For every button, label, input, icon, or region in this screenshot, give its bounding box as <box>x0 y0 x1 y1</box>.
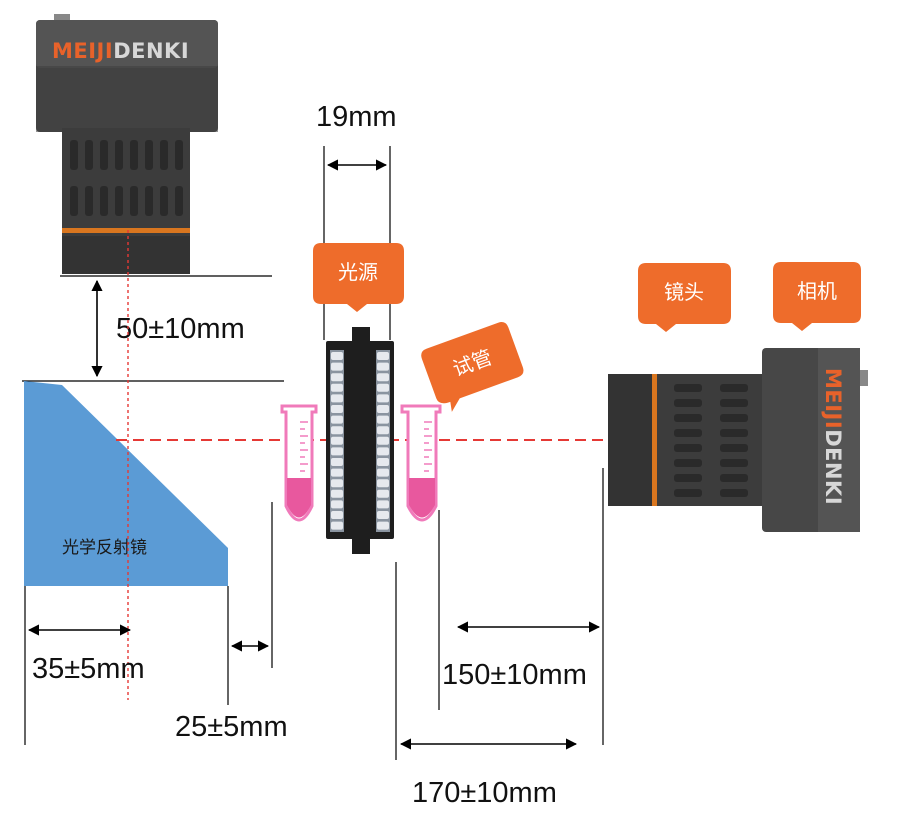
callout-lens: 镜头 <box>638 263 731 332</box>
side-camera: MEIJIDENKI <box>608 348 868 532</box>
top-lens-ridge <box>115 140 123 170</box>
side-lens-ridge <box>674 414 702 422</box>
callout-light-source: 光源 <box>313 243 404 312</box>
source-to-lens-dimension-label: 170±10mm <box>412 777 557 809</box>
led-bead <box>377 447 389 456</box>
top-lens-ridge <box>145 186 153 216</box>
light-source-led-beads <box>331 352 389 530</box>
led-bead <box>377 405 389 413</box>
top-lens-ridge <box>130 140 138 170</box>
side-lens-ridge <box>720 384 748 392</box>
side-lens-ridge <box>720 459 748 467</box>
side-lens-ridge <box>720 444 748 452</box>
callout-lens-text: 镜头 <box>664 280 704 304</box>
led-bead <box>331 352 343 360</box>
led-bead <box>331 458 343 466</box>
led-bead <box>377 352 389 360</box>
top-lens-ridge <box>85 140 93 170</box>
tube-to-lens-dimension-label: 150±10mm <box>442 659 587 691</box>
led-bead <box>377 373 389 382</box>
top-camera-brand-logo: MEIJIDENKI <box>52 39 189 63</box>
camera-to-mirror-dimension-label: 50±10mm <box>116 313 245 345</box>
top-camera: MEIJIDENKI <box>36 14 218 274</box>
side-lens-ridge <box>674 429 702 437</box>
led-bead <box>377 489 389 498</box>
led-bead <box>377 426 389 435</box>
side-lens-ridge <box>674 459 702 467</box>
led-bead <box>331 436 343 445</box>
callout-camera: 相机 <box>773 262 861 331</box>
top-lens-ridge <box>100 186 108 216</box>
led-bead <box>331 447 343 456</box>
side-lens-grip-ridges <box>674 384 748 497</box>
led-bead <box>331 468 343 477</box>
side-camera-brand-logo: MEIJIDENKI <box>821 368 845 505</box>
callout-light-source-text: 光源 <box>338 260 378 284</box>
led-bead <box>331 511 343 519</box>
side-lens-ridge <box>720 414 748 422</box>
top-lens-ridge <box>100 140 108 170</box>
led-bead <box>377 468 389 477</box>
top-lens-ridge <box>85 186 93 216</box>
led-bead <box>331 521 343 530</box>
source-width-dimension-label: 19mm <box>316 101 397 133</box>
callout-test-tube: 试管 <box>421 321 524 412</box>
led-bead <box>377 511 389 519</box>
top-lens-ridge <box>145 140 153 170</box>
led-bead <box>377 500 389 509</box>
mirror-to-tube-dimension-label: 25±5mm <box>175 711 288 743</box>
led-bead <box>377 436 389 445</box>
side-lens-ridge <box>674 474 702 482</box>
top-lens-focus-ring <box>62 228 190 233</box>
led-bead <box>377 479 389 488</box>
top-camera-lens <box>62 128 190 274</box>
top-lens-ridge <box>115 186 123 216</box>
led-bead <box>331 500 343 509</box>
side-lens-focus-ring <box>652 374 657 506</box>
led-bead <box>331 405 343 413</box>
led-bead <box>331 489 343 498</box>
led-bead <box>377 394 389 403</box>
led-bead <box>377 458 389 466</box>
callout-camera-text: 相机 <box>797 279 837 303</box>
top-lens-ridge <box>70 140 78 170</box>
top-lens-grip-ridges <box>70 140 183 216</box>
side-lens-ridge <box>720 489 748 497</box>
test-tube-left <box>280 404 318 522</box>
top-lens-ridge <box>160 140 168 170</box>
top-lens-ridge <box>160 186 168 216</box>
led-bead <box>377 521 389 530</box>
led-bead <box>331 426 343 435</box>
top-lens-ridge <box>130 186 138 216</box>
led-bead <box>377 362 389 371</box>
optical-mirror-label: 光学反射镜 <box>62 538 147 558</box>
test-tube-right <box>400 404 442 522</box>
side-lens-ridge <box>674 489 702 497</box>
side-lens-ridge <box>720 429 748 437</box>
side-lens-ridge <box>720 474 748 482</box>
side-camera-lens <box>608 374 768 506</box>
top-lens-ridge <box>70 186 78 216</box>
led-bead <box>377 383 389 392</box>
side-lens-ridge <box>720 399 748 407</box>
light-source <box>326 327 394 554</box>
top-lens-ridge <box>175 186 183 216</box>
led-bead <box>331 415 343 424</box>
led-bead <box>331 362 343 371</box>
led-bead <box>331 394 343 403</box>
led-bead <box>331 373 343 382</box>
led-bead <box>377 415 389 424</box>
side-lens-ridge <box>674 444 702 452</box>
led-bead <box>331 479 343 488</box>
mirror-depth-dimension-label: 35±5mm <box>32 653 145 685</box>
top-lens-ridge <box>175 140 183 170</box>
optical-mirror <box>24 381 228 586</box>
led-bead <box>331 383 343 392</box>
side-lens-ridge <box>674 384 702 392</box>
side-lens-ridge <box>674 399 702 407</box>
